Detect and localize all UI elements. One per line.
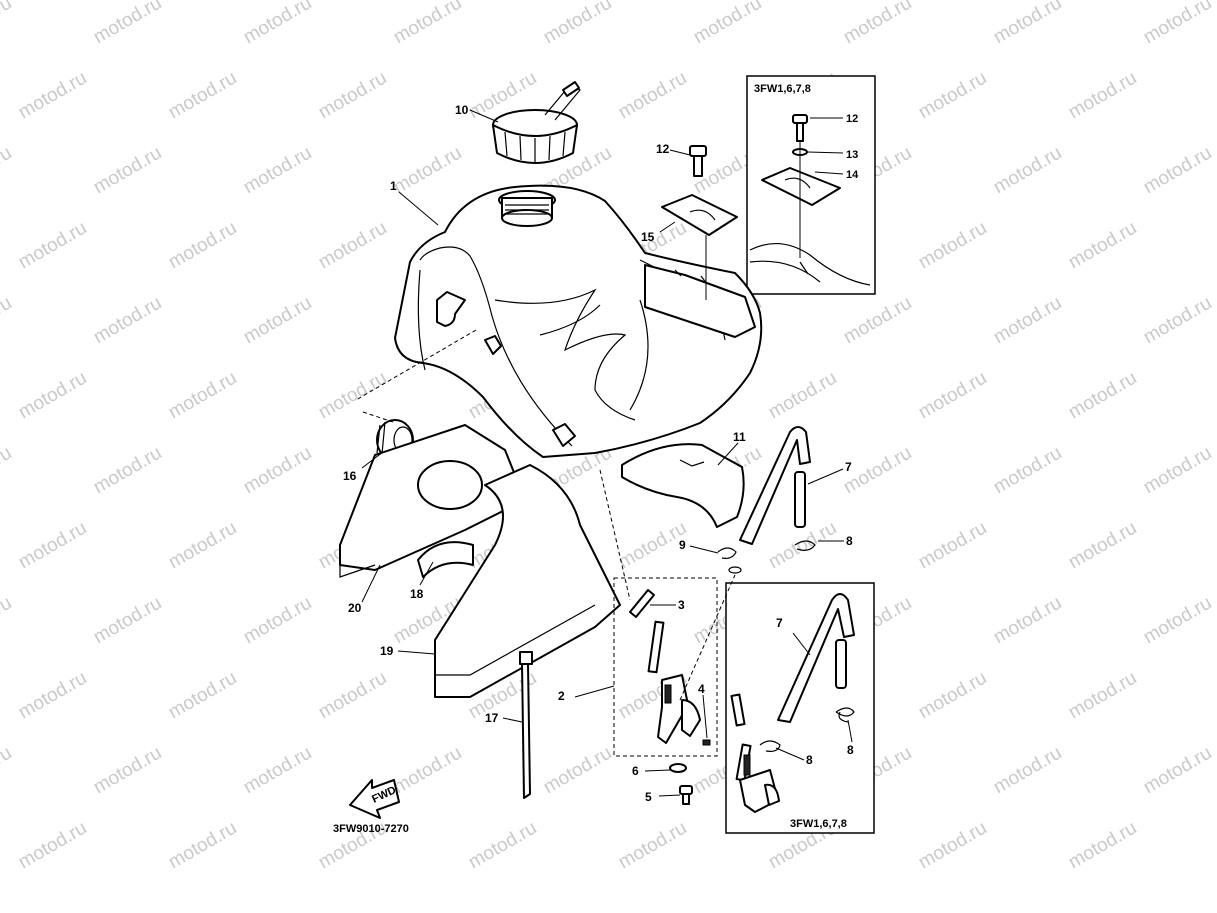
callout-11: 11: [733, 430, 746, 444]
callout-7: 7: [845, 460, 852, 474]
fuel-cock-assy: [613, 577, 718, 805]
callout-6: 6: [632, 764, 639, 778]
inset-top-title: 3FW1,6,7,8: [754, 83, 811, 95]
clip-9: [717, 547, 737, 559]
callout-15: 15: [641, 230, 655, 244]
callout-13: 13: [846, 149, 858, 161]
callout-4: 4: [698, 682, 705, 696]
fwd-arrow: FWD: [349, 779, 400, 819]
fuel-cap: [492, 81, 581, 164]
inset-top: 3FW1,6,7,8: [746, 75, 876, 295]
pad-20: [339, 424, 526, 578]
callout-16: 16: [343, 469, 357, 483]
band-11: [621, 443, 745, 528]
callout-2: 2: [558, 689, 565, 703]
protector-19: [434, 464, 621, 698]
callout-8: 8: [846, 534, 853, 548]
inset-bolt-12: [792, 114, 808, 142]
callout-8c: 8: [847, 743, 854, 757]
inset-hose-7: [777, 593, 855, 723]
inset-tank-edge: [749, 242, 871, 286]
inset-bottom-title: 3FW1,6,7,8: [790, 818, 847, 830]
inset-clip-8-lower: [759, 740, 781, 752]
callout-3: 3: [678, 598, 685, 612]
callout-19: 19: [380, 644, 394, 658]
bolt-12: [689, 145, 707, 177]
callout-12b: 12: [846, 113, 858, 125]
inset-clip-8-upper: [835, 707, 855, 723]
callout-17: 17: [485, 711, 499, 725]
callout-20: 20: [348, 601, 362, 615]
callout-5: 5: [645, 790, 652, 804]
callout-10: 10: [455, 103, 469, 117]
hose-7-segment: [794, 471, 806, 528]
hose-7: [739, 426, 811, 545]
callout-18: 18: [410, 587, 424, 601]
inset-fuel-cock: [730, 693, 780, 813]
inset-bracket-14: [761, 167, 841, 206]
fuel-tank: [394, 184, 763, 458]
clip-8: [794, 540, 816, 551]
cable-tie-17: [519, 651, 533, 799]
pad-18: [417, 541, 474, 578]
callouts: 1 2 3 4 5 6 7 7 8 8 8 9 10 11 12 12 13 1…: [343, 103, 859, 804]
callout-9: 9: [679, 538, 686, 552]
drawing-code: 3FW9010-7270: [333, 823, 409, 835]
callout-8b: 8: [806, 753, 813, 767]
callout-7b: 7: [776, 616, 783, 630]
callout-1: 1: [390, 179, 397, 193]
callout-14: 14: [846, 169, 859, 181]
bracket-15: [661, 194, 738, 300]
callout-12: 12: [656, 142, 670, 156]
inset-bottom: 3FW1,6,7,8: [725, 582, 875, 834]
